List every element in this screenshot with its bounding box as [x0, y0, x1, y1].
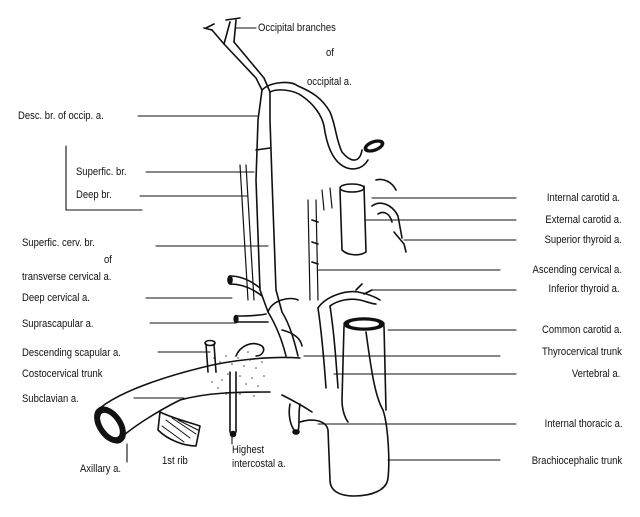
first-rib: [157, 411, 201, 447]
vertebral-vessel: [317, 305, 339, 389]
internal-thoracic-vessel: [288, 403, 301, 435]
first-rib-label: 1st rib: [162, 455, 188, 467]
desc-br-label: Desc. br. of occip. a.: [18, 110, 104, 122]
descending-scapular-label: Descending scapular a.: [22, 347, 121, 359]
thyrocervical-label: Thyrocervical trunk: [542, 346, 622, 358]
of-label: of: [326, 47, 334, 59]
internal-carotid-label: Internal carotid a.: [546, 192, 620, 204]
superfic-cerv-br-label: Superfic. cerv. br.: [22, 237, 95, 249]
highest-intercostal-label: Highest: [232, 444, 265, 456]
brachiocephalic-label: Brachiocephalic trunk: [531, 455, 622, 467]
inferior-thyroid-vessel: [317, 283, 381, 309]
highest-intercostal-vessel: [229, 371, 237, 438]
ascending-cervical-label: Ascending cervical a.: [532, 264, 622, 276]
thyrocervical-trunk-vessel: [227, 89, 303, 357]
common-carotid-label: Common carotid a.: [542, 324, 622, 336]
external-carotid-label: External carotid a.: [545, 214, 622, 226]
deep-branch-vessel: [239, 164, 255, 301]
axillary-label: Axillary a.: [80, 463, 122, 475]
ascending-cervical-vessel: [307, 187, 333, 301]
brachiocephalic-trunk-vessel: [281, 331, 390, 497]
vertebral-label: Vertebral a.: [571, 368, 620, 380]
subclavian-label: Subclavian a.: [22, 393, 79, 405]
costocervical-label: Costocervical trunk: [22, 368, 103, 380]
of-label-2: of: [104, 254, 112, 266]
common-carotid-vessel: [341, 317, 387, 423]
transverse-cervical-label: transverse cervical a.: [22, 271, 112, 283]
occipital-a-label: occipital a.: [307, 76, 352, 88]
suprascapular-label: Suprascapular a.: [22, 318, 94, 330]
inferior-thyroid-label: Inferior thyroid a.: [549, 283, 620, 295]
occipital-branches-label: Occipital branches: [258, 22, 336, 34]
superfic-br-label: Superfic. br.: [76, 166, 127, 178]
occipital-vessel: [203, 17, 385, 170]
subclavian-vessel: [94, 356, 301, 444]
internal-thoracic-label: Internal thoracic a.: [544, 418, 622, 430]
carotid-bifurcation-vessel: [339, 178, 407, 256]
costocervical-trunk-vessel: [204, 339, 265, 373]
superior-thyroid-label: Superior thyroid a.: [544, 234, 622, 246]
highest-intercostal-label-2: intercostal a.: [232, 458, 286, 470]
deep-cervical-label: Deep cervical a.: [22, 292, 90, 304]
deep-br-label: Deep br.: [76, 189, 112, 201]
leader-lines: [65, 27, 517, 463]
